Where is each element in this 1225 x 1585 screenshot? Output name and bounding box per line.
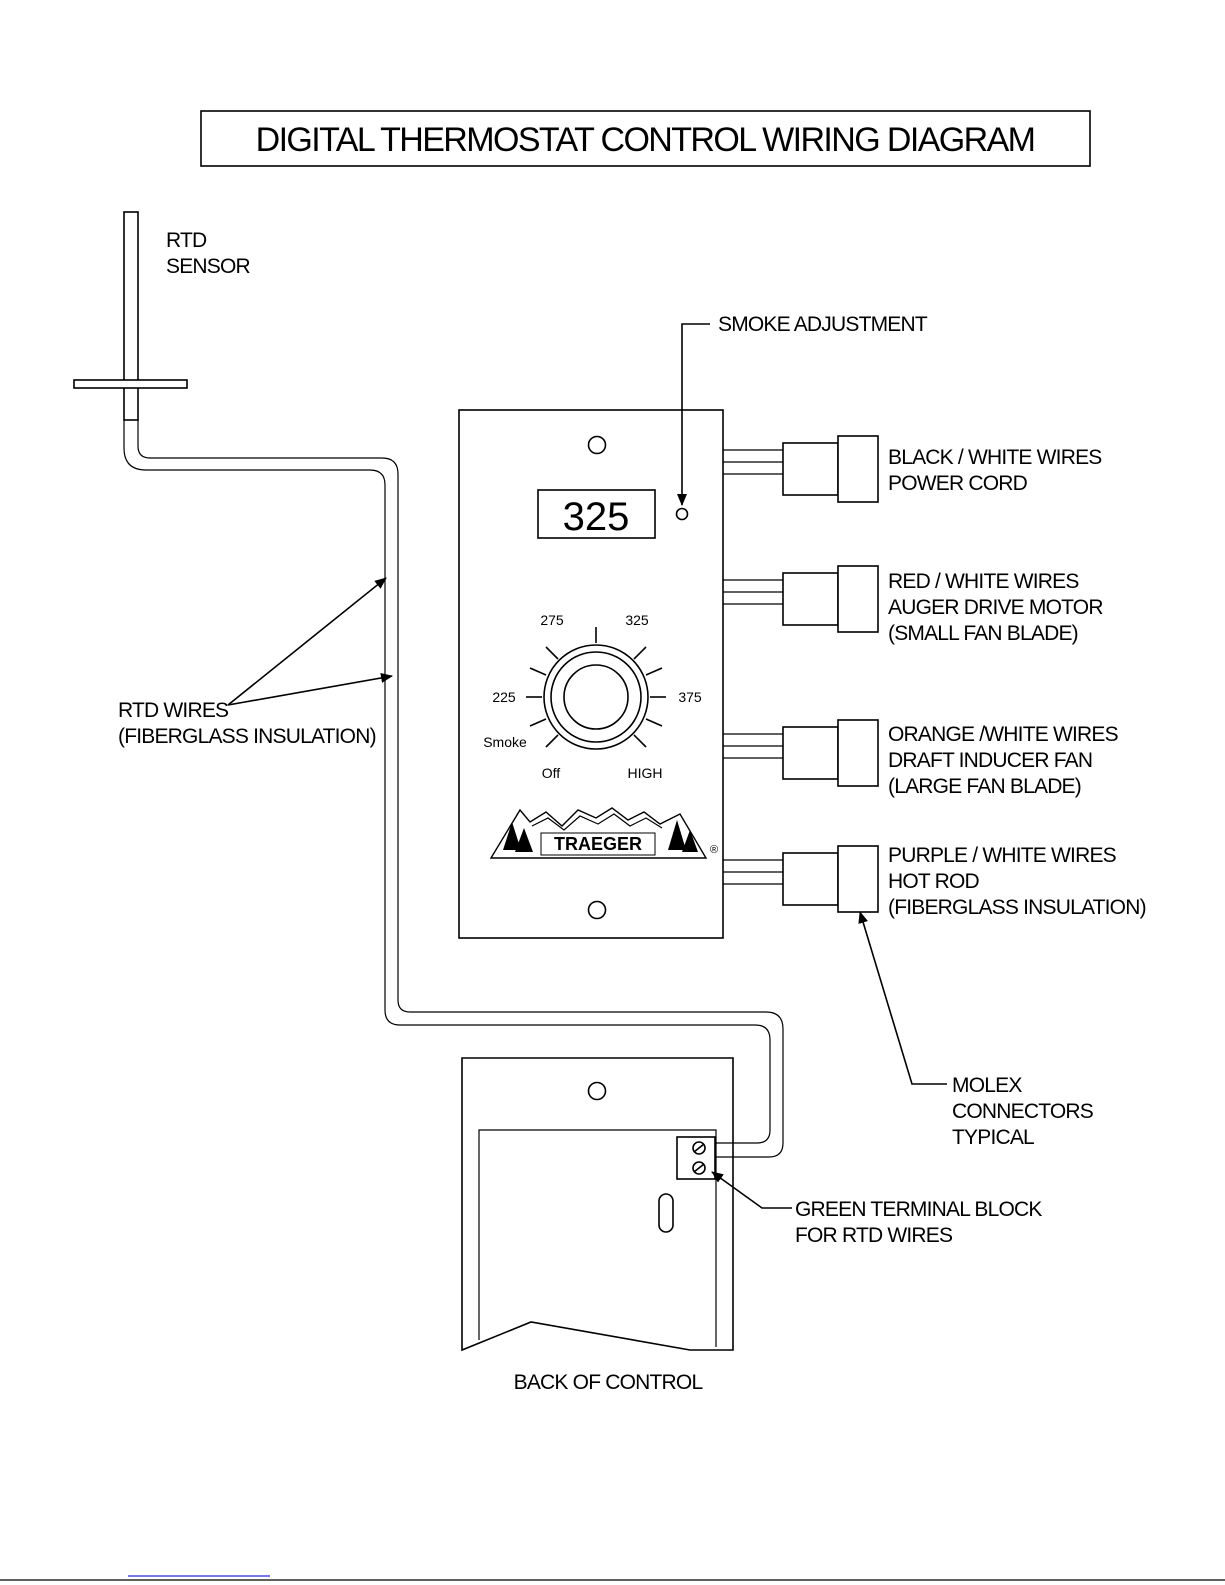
rtd-sensor [73, 211, 188, 421]
rtd-wires-arrow-lower [227, 672, 393, 706]
smoke-adjustment-hole [675, 507, 689, 521]
logo-brand: TRAEGER [554, 834, 642, 854]
svg-text:HOT ROD: HOT ROD [888, 870, 979, 893]
rtd-wires-arrow-upper [227, 577, 387, 706]
svg-text:FOR RTD WIRES: FOR RTD WIRES [795, 1224, 953, 1247]
auger-connector [723, 565, 879, 633]
rtd-sensor-label: RTD SENSOR [166, 229, 251, 278]
traeger-logo: TRAEGER ® [489, 807, 718, 859]
svg-text:(FIBERGLASS INSULATION): (FIBERGLASS INSULATION) [888, 896, 1146, 919]
rtd-wire-cable [123, 420, 784, 1158]
svg-text:DRAFT INDUCER FAN: DRAFT INDUCER FAN [888, 749, 1092, 772]
power-cord-label: BLACK / WHITE WIRES POWER CORD [888, 446, 1103, 495]
svg-text:RED / WHITE WIRES: RED / WHITE WIRES [888, 570, 1079, 593]
power-cord-connector [723, 435, 879, 503]
auger-label: RED / WHITE WIRES AUGER DRIVE MOTOR (SMA… [888, 570, 1104, 645]
mount-hole-top [587, 435, 607, 455]
green-terminal-block [676, 1136, 716, 1180]
hot-rod-connector [723, 845, 879, 913]
molex-callout: MOLEX CONNECTORS TYPICAL [858, 911, 1095, 1149]
back-slot [658, 1193, 674, 1233]
svg-text:GREEN TERMINAL BLOCK: GREEN TERMINAL BLOCK [795, 1198, 1042, 1221]
rtd-wires-label: RTD WIRES (FIBERGLASS INSULATION) [118, 577, 393, 748]
svg-text:(FIBERGLASS INSULATION): (FIBERGLASS INSULATION) [118, 725, 376, 748]
dial-label-225: 225 [492, 689, 516, 705]
temperature-display [537, 489, 656, 539]
svg-text:AUGER DRIVE MOTOR: AUGER DRIVE MOTOR [888, 596, 1103, 619]
svg-text:MOLEX: MOLEX [952, 1074, 1022, 1097]
temperature-dial: 275 325 225 375 Smoke Off HIGH [483, 612, 702, 781]
svg-text:(LARGE FAN BLADE): (LARGE FAN BLADE) [888, 775, 1081, 798]
dial-label-off: Off [542, 765, 561, 781]
svg-text:SMOKE ADJUSTMENT: SMOKE ADJUSTMENT [718, 313, 928, 336]
svg-text:TYPICAL: TYPICAL [952, 1126, 1034, 1149]
svg-text:PURPLE / WHITE WIRES: PURPLE / WHITE WIRES [888, 844, 1117, 867]
dial-label-275: 275 [540, 612, 564, 628]
svg-text:POWER CORD: POWER CORD [888, 472, 1028, 495]
diagram-title: DIGITAL THERMOSTAT CONTROL WIRING DIAGRA… [256, 121, 1035, 159]
dial-label-375: 375 [678, 689, 702, 705]
dial-label-325: 325 [625, 612, 649, 628]
svg-text:RTD WIRES: RTD WIRES [118, 699, 229, 722]
svg-text:ORANGE /WHITE WIRES: ORANGE /WHITE WIRES [888, 723, 1119, 746]
inducer-label: ORANGE /WHITE WIRES DRAFT INDUCER FAN (L… [888, 723, 1119, 798]
back-of-control-label: BACK OF CONTROL [514, 1371, 703, 1394]
svg-text:CONNECTORS: CONNECTORS [952, 1100, 1094, 1123]
terminal-block-callout: GREEN TERMINAL BLOCK FOR RTD WIRES [711, 1171, 1043, 1247]
dial-label-smoke: Smoke [483, 734, 527, 750]
dial-label-high: HIGH [628, 765, 663, 781]
back-mount-hole [587, 1081, 607, 1101]
mount-hole-bottom [587, 900, 607, 920]
svg-text:SENSOR: SENSOR [166, 255, 251, 278]
svg-text:(SMALL FAN BLADE): (SMALL FAN BLADE) [888, 622, 1078, 645]
control-panel-back [461, 1057, 734, 1352]
dial-knob [563, 664, 629, 730]
svg-text:BLACK / WHITE WIRES: BLACK / WHITE WIRES [888, 446, 1102, 469]
inducer-connector [723, 719, 879, 787]
smoke-adjustment-callout: SMOKE ADJUSTMENT [677, 313, 929, 506]
logo-registered-mark: ® [710, 844, 718, 856]
hot-rod-label: PURPLE / WHITE WIRES HOT ROD (FIBERGLASS… [888, 844, 1147, 919]
title-box: DIGITAL THERMOSTAT CONTROL WIRING DIAGRA… [200, 110, 1091, 167]
svg-text:RTD: RTD [166, 229, 207, 252]
control-panel-front: 325 275 325 225 375 Smoke Off HIGH [458, 409, 724, 939]
display-value: 325 [563, 495, 630, 539]
